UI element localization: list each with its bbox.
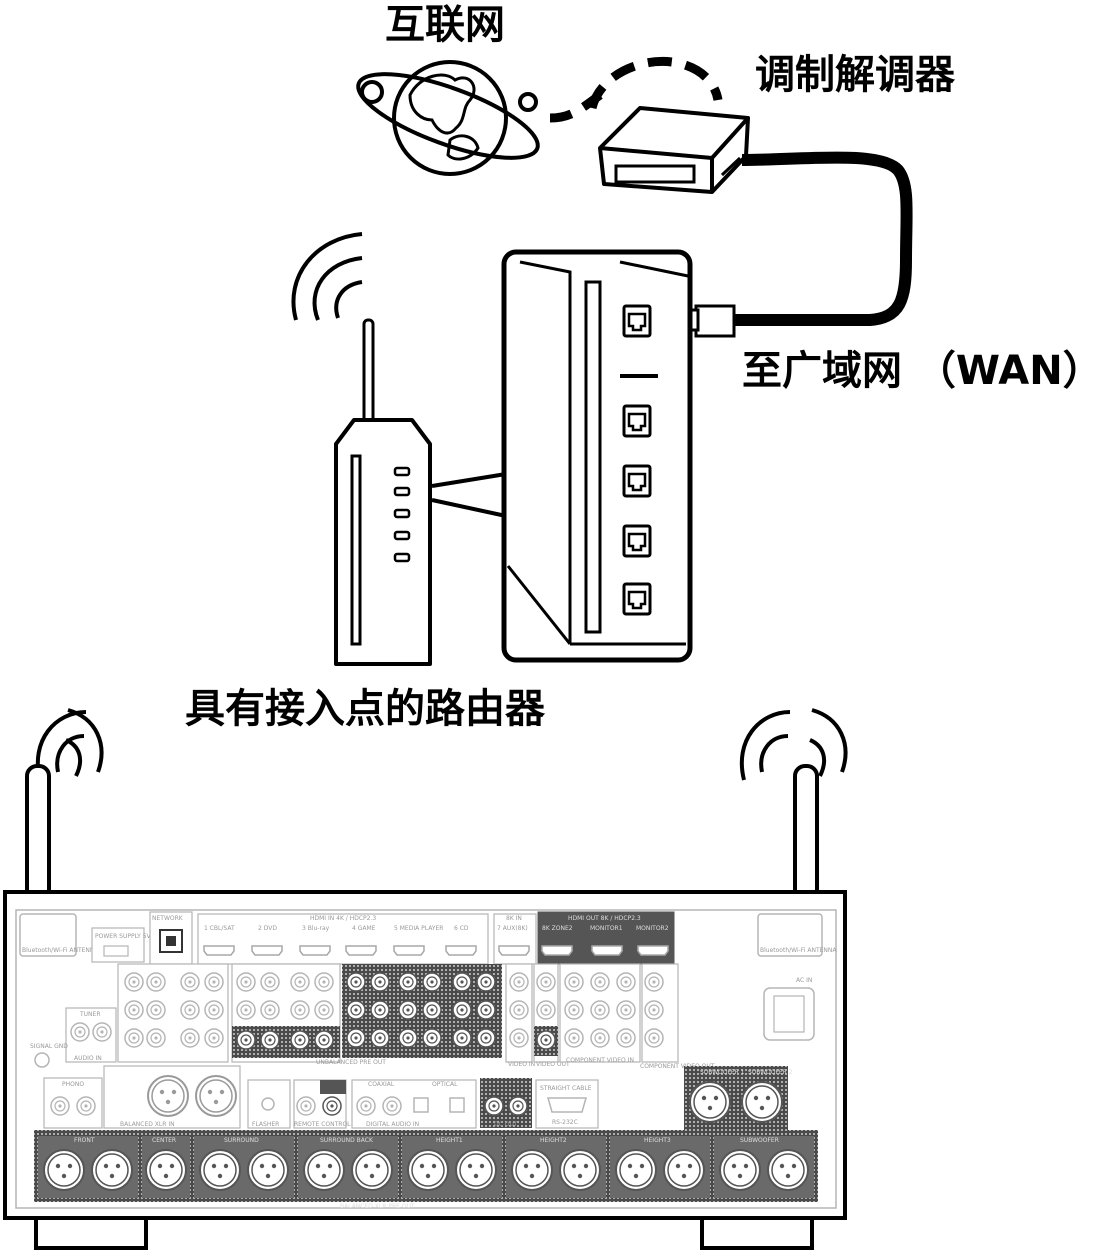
pre-out-surround-back-label: SURROUND BACK bbox=[320, 1137, 374, 1144]
lan-port-4-icon bbox=[622, 582, 652, 616]
subwoofer-upper-1-label: SUBWOOFER 1 bbox=[700, 1069, 745, 1076]
unbalanced-pre-out-label: UNBALANCED PRE OUT bbox=[316, 1059, 386, 1066]
pre-out-center-label: CENTER bbox=[152, 1137, 176, 1144]
signal-gnd-label: SIGNAL GND bbox=[30, 1043, 68, 1050]
router-port-panel bbox=[501, 249, 693, 663]
hdmi-in-6-label: 6 CD bbox=[454, 925, 469, 932]
internet-label: 互联网 bbox=[385, 2, 505, 48]
pre-out-subwoofer: SUBWOOFER bbox=[714, 1136, 814, 1198]
balanced-xlr-pre-out-label: BALANCED XLR PRE OUT bbox=[340, 1203, 415, 1210]
network-port-label: NETWORK bbox=[152, 915, 184, 922]
lan-port-1-icon bbox=[622, 404, 652, 438]
antenna-left-label: Bluetooth/Wi-Fi ANTENNA bbox=[22, 947, 99, 954]
balanced-xlr-in-label: BALANCED XLR IN bbox=[120, 1121, 175, 1128]
pre-out-subwoofer-label: SUBWOOFER bbox=[740, 1137, 779, 1144]
pre-out-center: CENTER bbox=[142, 1136, 190, 1198]
coaxial-label: COAXIAL bbox=[368, 1081, 395, 1088]
component-video-out-label: COMPONENT VIDEO OUT bbox=[640, 1063, 715, 1070]
hdmi-out-label: HDMI OUT 8K / HDCP2.3 bbox=[568, 915, 641, 922]
rs232c-label: RS-232C bbox=[552, 1119, 578, 1126]
straight-cable-label: STRAIGHT CABLE bbox=[540, 1085, 592, 1092]
modem-icon bbox=[598, 106, 750, 194]
hdmi-in-3-label: 3 Blu-ray bbox=[302, 925, 330, 932]
internet-globe-icon bbox=[356, 60, 540, 176]
router-icon bbox=[334, 318, 507, 666]
pre-out-surround: SURROUND bbox=[194, 1136, 294, 1198]
modem-label: 调制解调器 bbox=[755, 52, 956, 98]
pre-out-height3-label: HEIGHT3 bbox=[644, 1137, 671, 1144]
phono-label: PHONO bbox=[62, 1081, 84, 1088]
hdmi-in-5-label: 5 MEDIA PLAYER bbox=[394, 925, 443, 932]
tuner-label: TUNER bbox=[79, 1011, 101, 1018]
wan-port-icon bbox=[622, 304, 652, 338]
hdmi-8k-in-label: 8K IN bbox=[506, 915, 522, 922]
pre-out-front: FRONT bbox=[38, 1136, 138, 1198]
pre-out-height1: HEIGHT1 bbox=[402, 1136, 502, 1198]
pre-out-surround-label: SURROUND bbox=[224, 1137, 259, 1144]
audio-in-label: AUDIO IN bbox=[74, 1055, 102, 1062]
flasher-label: FLASHER bbox=[252, 1121, 279, 1128]
optical-label: OPTICAL bbox=[432, 1081, 458, 1088]
video-in-label: VIDEO IN bbox=[508, 1061, 535, 1068]
pre-out-height2: HEIGHT2 bbox=[506, 1136, 606, 1198]
hdmi-out-3-label: MONITOR2 bbox=[636, 925, 669, 932]
power-supply-label: POWER SUPPLY 5V/1.5A bbox=[95, 933, 167, 940]
remote-control-label: REMOTE CONTROL bbox=[294, 1121, 351, 1128]
pre-out-height2-label: HEIGHT2 bbox=[540, 1137, 567, 1144]
subwoofer-upper-2-label: SUBWOOFER 2 bbox=[748, 1069, 793, 1076]
digital-audio-in-label: DIGITAL AUDIO IN bbox=[366, 1121, 419, 1128]
lan-port-3-icon bbox=[622, 524, 652, 558]
ac-in-label: AC IN bbox=[796, 977, 812, 984]
hdmi-in-label: HDMI IN 4K / HDCP2.3 bbox=[310, 915, 376, 922]
video-out-label: VIDEO OUT bbox=[536, 1061, 570, 1068]
dc-out-label: DC OUT bbox=[494, 1121, 518, 1128]
pre-out-surround-back: SURROUND BACK bbox=[298, 1136, 398, 1198]
hdmi-in-4-label: 4 GAME bbox=[352, 925, 376, 932]
router-wifi-waves-icon bbox=[291, 232, 363, 321]
component-video-in-label: COMPONENT VIDEO IN bbox=[566, 1057, 634, 1064]
hdmi-in-2-label: 2 DVD bbox=[258, 925, 277, 932]
hdmi-out-1-label: 8K ZONE2 bbox=[542, 925, 573, 932]
hdmi-in-1-label: 1 CBL/SAT bbox=[204, 925, 235, 932]
wan-side-label: 至广域网 （WAN） 一侧 bbox=[742, 348, 1112, 394]
router-label: 具有接入点的路由器 bbox=[185, 686, 546, 732]
hdmi-8k-input-label: 7 AUX(8K) bbox=[497, 925, 528, 932]
pre-out-height3: HEIGHT3 bbox=[610, 1136, 710, 1198]
hdmi-out-2-label: MONITOR1 bbox=[590, 925, 623, 932]
antenna-right-label: Bluetooth/Wi-Fi ANTENNA bbox=[760, 947, 837, 954]
pre-out-front-label: FRONT bbox=[74, 1137, 95, 1144]
pre-out-height1-label: HEIGHT1 bbox=[436, 1137, 463, 1144]
lan-port-2-icon bbox=[622, 464, 652, 498]
av-receiver-rear-panel: Bluetooth/Wi-Fi ANTENNA Bluetooth/Wi-Fi … bbox=[3, 890, 847, 1250]
